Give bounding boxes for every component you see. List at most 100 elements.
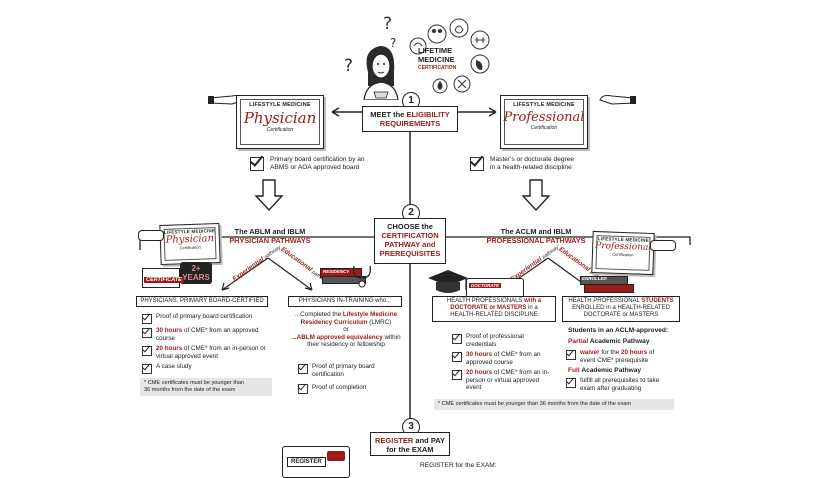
checkbox-icon (452, 352, 462, 362)
physician-cert-top: LIFESTYLE MEDICINE (249, 102, 311, 108)
relationships-icon (427, 24, 447, 44)
checkbox-icon (452, 334, 462, 344)
professional-certificate-small: LIFESTYLE MEDICINE Professional Certific… (591, 230, 655, 276)
register-heading: REGISTER for the EXAM: (420, 462, 497, 469)
physician-item-1: Proof of primary board certification (156, 313, 253, 320)
student-label-1-plain: HEALTH PROFESSIONAL (568, 298, 642, 304)
in-training-line2-plain: (LMRC) (367, 318, 392, 326)
professional-item-2-red: 30 hours (466, 351, 493, 358)
professional-cme-note: * CME certificates must be younger than … (434, 399, 674, 410)
student-label-1-red: STUDENTS (641, 298, 674, 304)
professional-certificate: LIFESTYLE MEDICINE Professional Certific… (500, 95, 588, 149)
partial-pathway-heading: Partial Academic Pathway (568, 338, 650, 346)
full-red: Full (568, 367, 580, 374)
step-3-plain: and PAY (413, 436, 446, 445)
stethoscope-icon (353, 265, 371, 288)
laptop-illustration: REGISTER (282, 446, 350, 478)
full-pathway-item: fulfill all prerequisites to take exam a… (580, 377, 660, 392)
checkbox-icon (566, 378, 576, 388)
doctorate-banner: DOCTORATE (469, 283, 502, 288)
physician-item-4: A case study (156, 363, 192, 370)
partial-item-red2: 20 hours (620, 349, 648, 356)
books-icon: ENROLLED (580, 274, 638, 294)
in-training-line4: their residency or fellowship (307, 341, 385, 349)
partial-item-plain1: for the (599, 349, 621, 356)
physician-item-2: 30 hours of CME* from an approved course (156, 327, 272, 342)
in-training-description: ...Completed the Lifestyle Medicine Resi… (284, 311, 408, 349)
in-training-item-2: Proof of completion (312, 384, 367, 391)
professional-requirement: Master's or doctorate degree in a health… (490, 156, 574, 172)
professional-requirement-line2: in a health-related discipline (490, 164, 572, 171)
partial-plain: Academic Pathway (588, 338, 650, 345)
certificate-banner: CERTIFICATE (144, 277, 184, 283)
checkbox-icon (142, 346, 152, 356)
professional-students-label: HEALTH PROFESSIONAL STUDENTS ENROLLED in… (562, 296, 680, 322)
step-1-plain: MEET the (370, 110, 407, 119)
physician-item-3: 20 hours of CME* from an in-person or vi… (156, 345, 274, 360)
credit-card-icon (327, 451, 345, 461)
physicians-in-training-label: PHYSICIANS IN-TRAINING who... (288, 296, 402, 307)
hand-icon (650, 240, 676, 251)
in-training-item-1: Proof of primary board certification (312, 363, 375, 378)
step-2-box: CHOOSE the CERTIFICATION PATHWAY and PRE… (374, 218, 446, 264)
physician-pathways-title-line2: PHYSICIAN PATHWAYS (229, 235, 311, 245)
student-label-3: DOCTORATE or MASTERS (583, 312, 659, 319)
professional-requirement-line1: Master's or doctorate degree (490, 156, 575, 163)
professional-pathways-title: The ACLM and IBLM PROFESSIONAL PATHWAYS (486, 227, 586, 245)
professional-item-1: Proof of professional credentials (466, 333, 524, 348)
physician-pathways-title-line1: The ABLM and IBLM (234, 227, 306, 236)
step-2-line2: CERTIFICATION (381, 231, 439, 240)
header-title-line3: CERTIFICATION (418, 65, 457, 71)
in-training-line1-plain: ...Completed the (294, 311, 343, 318)
header-title-line2: MEDICINE (418, 54, 455, 64)
professional-item-3: 20 hours of CME* from an in-person or vi… (466, 369, 552, 392)
physician-cme-note-line2: 36 months from the date of the exam (144, 387, 236, 393)
checkbox-icon (142, 364, 152, 374)
physician-cme-note: * CME certificates must be younger than … (140, 378, 272, 396)
graduation-cap-icon (428, 270, 468, 293)
professionals-with-degree-label: HEALTH PROFESSIONALS with a DOCTORATE or… (432, 296, 556, 322)
question-mark-icon: ? (383, 14, 393, 34)
header-title-line1: LIFETIME (418, 46, 453, 55)
person-illustration (363, 46, 399, 100)
nutrition-icon (449, 18, 469, 38)
physician-certificate: LIFESTYLE MEDICINE Physician Certificati… (236, 95, 324, 149)
physicians-board-certified-label: PHYSICIANS, PRIMARY BOARD-CERTIFIED (136, 296, 268, 307)
step-3-box: REGISTER and PAY for the EXAM (370, 432, 450, 456)
partial-item-plain2: of event CME* prerequisite (580, 349, 655, 364)
physician-cme-note-line1: * CME certificates must be younger than (144, 380, 245, 386)
step-2-line4: PREREQUISITES (379, 249, 441, 258)
step-2-line3: PATHWAY and (384, 240, 436, 249)
checkbox-icon (142, 314, 152, 324)
physician-cert-sub: Certification (266, 127, 294, 133)
checkbox-icon (298, 384, 308, 394)
checkbox-icon (298, 364, 308, 374)
professional-item-2-text: of CME* from an approved course (466, 351, 541, 366)
in-training-line3-red: ...ABLM approved equivalency (291, 333, 383, 341)
checkbox-icon (470, 157, 484, 171)
years-badge: 2+ YEARS (180, 262, 212, 284)
student-label-2: ENROLLED in a HEALTH-RELATED (572, 305, 670, 312)
physician-requirement: Primary board certification by an ABMS o… (270, 156, 365, 172)
checkbox-icon (250, 157, 264, 171)
physician-item-3-text: of CME* from an in-person or virtual app… (156, 345, 266, 360)
question-mark-icon: ? (344, 56, 354, 76)
stress-icon (409, 37, 427, 55)
professional-cert-main: Professional (503, 110, 585, 125)
step-1-box: MEET the ELIGIBILITY REQUIREMENTS (362, 106, 458, 132)
in-training-or: or (343, 326, 349, 334)
physician-item-2-red: 30 hours (156, 327, 183, 334)
step-2-line1: CHOOSE the (387, 222, 433, 231)
prof-label-2-red: DOCTORATE or MASTERS (450, 305, 527, 312)
step-3-line2: for the EXAM (386, 445, 434, 454)
prof-label-3: HEALTH-RELATED DISCIPLINE (450, 312, 538, 319)
students-intro: Students in an ACLM-approved: (568, 327, 669, 334)
partial-item-red1: waiver (580, 349, 600, 356)
step-1-red: ELIGIBILITY (406, 110, 450, 119)
physician-item-2-text: of CME* from an approved course (156, 327, 259, 342)
in-training-line2-red: Residency Curriculum (300, 318, 368, 326)
physician-pathways-title: The ABLM and IBLM PHYSICIAN PATHWAYS (222, 227, 318, 245)
years-badge-text: 2+ YEARS (182, 264, 210, 282)
professional-cert-top: LIFESTYLE MEDICINE (513, 102, 575, 108)
